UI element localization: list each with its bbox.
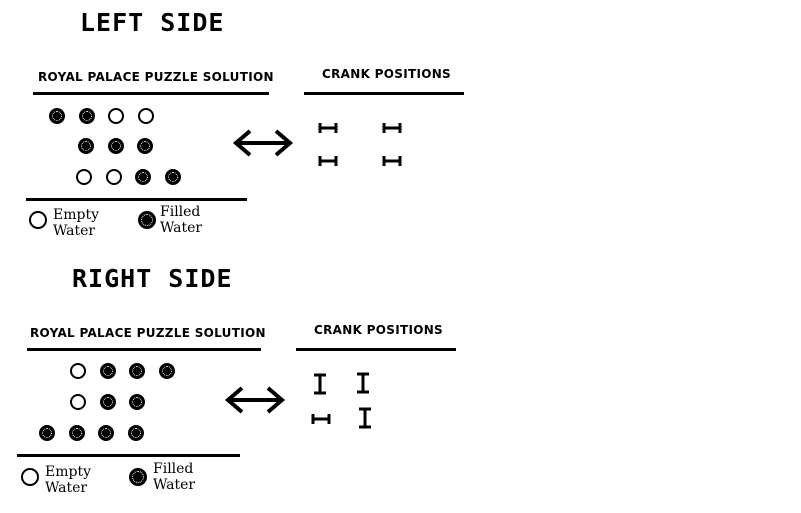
left-water-cell-r1-c1-filled [49, 108, 65, 124]
left-side-section: LEFT SIDE ROYAL PALACE PUZZLE SOLUTION C… [0, 0, 801, 256]
right-water-cell-r2-c1-empty [70, 394, 86, 410]
right-water-cell-r2-c2-filled [99, 394, 116, 410]
right-crank-3-horizontal-icon [311, 414, 331, 424]
right-water-cell-r2-c3-filled [129, 394, 145, 410]
right-crank-title-rule [296, 348, 456, 351]
right-crank-4-vertical-icon [359, 407, 371, 429]
right-legend-empty-label: Empty Water [45, 464, 91, 496]
left-water-cell-r3-c3-filled [135, 169, 151, 185]
left-legend-filled-label: Filled Water [160, 204, 203, 236]
right-legend-filled-label: Filled Water [153, 461, 196, 493]
right-water-cell-r3-c4-filled [127, 425, 144, 441]
left-water-cell-r2-c3-filled [137, 138, 153, 154]
right-crank-title: CRANK POSITIONS [314, 323, 443, 337]
left-water-cell-r3-c2-empty [105, 169, 122, 185]
right-legend-empty-icon [21, 468, 39, 486]
left-water-cell-r1-c3-empty [108, 108, 124, 124]
left-crank-title: CRANK POSITIONS [322, 67, 451, 81]
right-water-cell-r3-c2-filled [68, 425, 85, 441]
right-puzzle-title: ROYAL PALACE PUZZLE SOLUTION [30, 326, 266, 340]
left-double-arrow-icon [232, 129, 294, 157]
left-crank-3-horizontal-icon [318, 156, 338, 166]
left-side-heading: LEFT SIDE [80, 8, 225, 37]
right-water-cell-r1-c3-filled [129, 363, 145, 379]
left-water-cell-r2-c2-filled [107, 138, 124, 154]
right-water-cell-r1-c4-filled [158, 363, 175, 379]
right-side-section: RIGHT SIDE ROYAL PALACE PUZZLE SOLUTION … [0, 256, 801, 513]
left-legend-empty-label: Empty Water [53, 207, 99, 239]
left-crank-title-rule [304, 92, 464, 95]
right-puzzle-title-rule [27, 348, 261, 351]
left-water-cell-r1-c4-empty [137, 108, 154, 124]
left-legend-empty-icon [29, 211, 47, 229]
right-legend-filled-icon [129, 468, 147, 486]
left-water-cell-r3-c1-empty [76, 169, 92, 185]
left-crank-1-horizontal-icon [318, 123, 338, 133]
left-water-cell-r1-c2-filled [78, 108, 95, 124]
left-water-cell-r3-c4-filled [164, 169, 181, 185]
left-crank-2-horizontal-icon [382, 123, 402, 133]
right-water-cell-r3-c3-filled [98, 425, 114, 441]
left-legend-filled-icon [138, 211, 156, 229]
right-side-heading: RIGHT SIDE [72, 264, 233, 293]
right-double-arrow-icon [224, 386, 286, 414]
right-water-cell-r3-c1-filled [39, 425, 55, 441]
left-grid-base-rule [26, 198, 247, 201]
right-crank-1-vertical-icon [314, 373, 326, 395]
right-water-cell-r1-c2-filled [99, 363, 116, 379]
left-puzzle-title-rule [33, 92, 269, 95]
left-water-cell-r2-c1-filled [78, 138, 94, 154]
right-crank-2-vertical-icon [357, 372, 369, 394]
right-water-cell-r1-c1-empty [70, 363, 86, 379]
left-puzzle-title: ROYAL PALACE PUZZLE SOLUTION [38, 70, 274, 84]
right-grid-base-rule [17, 454, 240, 457]
left-crank-4-horizontal-icon [382, 156, 402, 166]
